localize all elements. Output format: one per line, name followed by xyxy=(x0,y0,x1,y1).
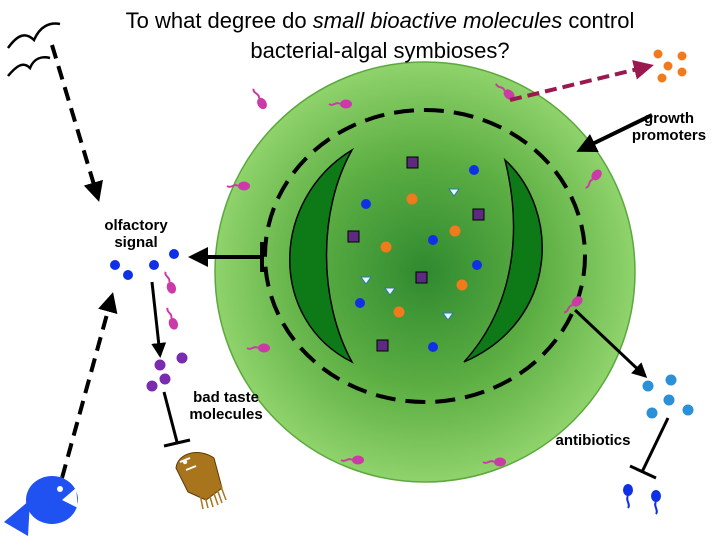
growth-promoter-molecules xyxy=(653,49,687,83)
bacterium-icon xyxy=(162,305,181,332)
growth-promoters-label: growth promoters xyxy=(618,110,720,145)
bird-icon xyxy=(6,22,61,77)
page-title: To what degree do small bioactive molecu… xyxy=(40,6,720,66)
bacterium-to-antibiotics-arrow xyxy=(573,308,648,379)
bacterium-icon xyxy=(650,489,662,515)
orange-molecule xyxy=(393,306,405,318)
olfactory-molecules xyxy=(110,249,179,280)
growth-promoters-line1: growth xyxy=(644,110,694,127)
antibiotics-text: antibiotics xyxy=(555,432,631,449)
chloroplast-left xyxy=(289,147,355,364)
olfactory-signal-line1: olfactory xyxy=(104,217,168,234)
bad-taste-molecules xyxy=(146,352,188,392)
olfactory-signal-line2: signal xyxy=(114,234,158,252)
title-line2: bacterial-algal symbioses? xyxy=(250,38,510,63)
bad-taste-inhibition-bar xyxy=(163,438,191,448)
antibiotics-inhibit-bacteria xyxy=(640,417,670,473)
growth-promoters-line2: promoters xyxy=(631,127,707,145)
bacterium-to-growth-promoters-dashed-arrow xyxy=(509,60,654,102)
antibiotic-molecules xyxy=(642,374,694,419)
blue-molecule xyxy=(361,199,371,209)
title-part1: To what degree do xyxy=(125,8,313,33)
blue-molecule xyxy=(355,298,365,308)
bacterium-icon xyxy=(160,269,179,296)
purple-square-molecule xyxy=(347,230,360,243)
antibiotics-inhibition-bar xyxy=(629,464,657,480)
inhibited-bacteria xyxy=(622,483,662,515)
triangle-molecule xyxy=(360,276,372,285)
title-part2: control xyxy=(562,8,635,33)
purple-square-molecule xyxy=(415,271,428,284)
orange-molecule xyxy=(380,241,392,253)
bird-to-olfactory-dashed-arrow xyxy=(50,44,103,202)
triangle-molecule xyxy=(384,287,396,296)
chloroplast-right xyxy=(463,157,543,363)
title-emphasis: small bioactive molecules xyxy=(312,8,563,33)
purple-square-molecule xyxy=(472,208,485,221)
bad-taste-line2: molecules xyxy=(189,406,263,424)
antibiotics-label: antibiotics xyxy=(548,432,638,449)
bad-taste-line1: bad taste xyxy=(193,389,259,406)
orange-molecule xyxy=(449,225,461,237)
blue-molecule xyxy=(469,165,479,175)
olfactory-to-bad-taste-arrow xyxy=(150,281,167,358)
intracellular-molecules xyxy=(347,156,485,352)
fish-to-olfactory-dashed-arrow xyxy=(60,292,118,479)
bacterium-icon xyxy=(622,483,634,509)
bacterium-icon xyxy=(248,85,270,112)
blue-molecule xyxy=(428,235,438,245)
arrows xyxy=(50,44,670,480)
blue-molecule xyxy=(428,342,438,352)
fish-icon xyxy=(4,476,78,536)
triangle-molecule xyxy=(442,312,454,321)
blue-molecule xyxy=(472,260,482,270)
purple-square-molecule xyxy=(376,339,389,352)
triangle-molecule xyxy=(448,188,460,197)
cell-membrane-dashed xyxy=(263,108,587,404)
orange-molecule xyxy=(456,279,468,291)
purple-square-molecule xyxy=(406,156,419,169)
orange-molecule xyxy=(406,193,418,205)
olfactory-signal-label: olfactory signal xyxy=(88,217,184,252)
grazer-icon xyxy=(175,452,227,510)
bad-taste-inhibits-grazer xyxy=(162,391,179,443)
bad-taste-label: bad taste molecules xyxy=(176,389,276,424)
growth-promoters-to-cell-arrow xyxy=(576,113,653,152)
